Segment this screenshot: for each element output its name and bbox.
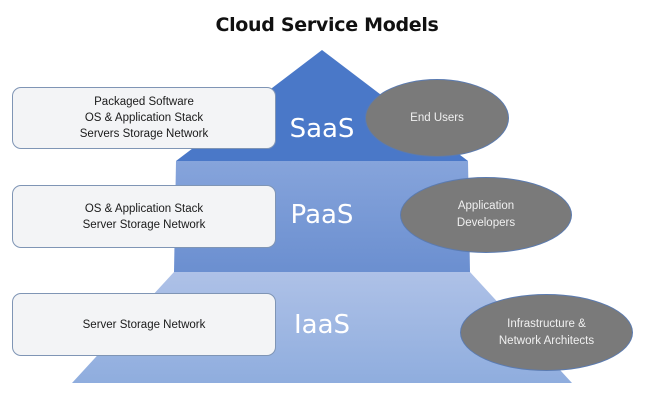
audience-text: Network Architects xyxy=(498,334,595,347)
component-text: OS & Application Stack xyxy=(84,202,204,215)
tier-label-iaas: IaaS xyxy=(293,310,351,340)
component-text: OS & Application Stack xyxy=(84,112,204,124)
audience-text: Developers xyxy=(456,217,516,229)
audience-text: End Users xyxy=(410,111,464,124)
component-text: Packaged Software xyxy=(94,96,194,108)
audience-text: Infrastructure & xyxy=(507,317,586,330)
audience-ellipse-paas: Application Developers xyxy=(400,177,572,253)
tier-label-saas: SaaS xyxy=(289,114,355,144)
audience-ellipse-saas: End Users xyxy=(365,79,509,157)
audience-text: Application xyxy=(457,200,515,212)
tier-label-paas: PaaS xyxy=(290,200,354,230)
paas-components-box: OS & Application Stack Server Storage Ne… xyxy=(12,185,276,248)
component-text: Server Storage Network xyxy=(82,218,206,231)
iaas-components-box: Server Storage Network xyxy=(12,293,276,356)
component-text: Servers Storage Network xyxy=(79,128,209,140)
audience-ellipse-iaas: Infrastructure & Network Architects xyxy=(460,294,633,371)
saas-components-box: Packaged Software OS & Application Stack… xyxy=(12,87,276,149)
component-text: Server Storage Network xyxy=(82,318,206,331)
diagram-title: Cloud Service Models xyxy=(215,14,439,36)
